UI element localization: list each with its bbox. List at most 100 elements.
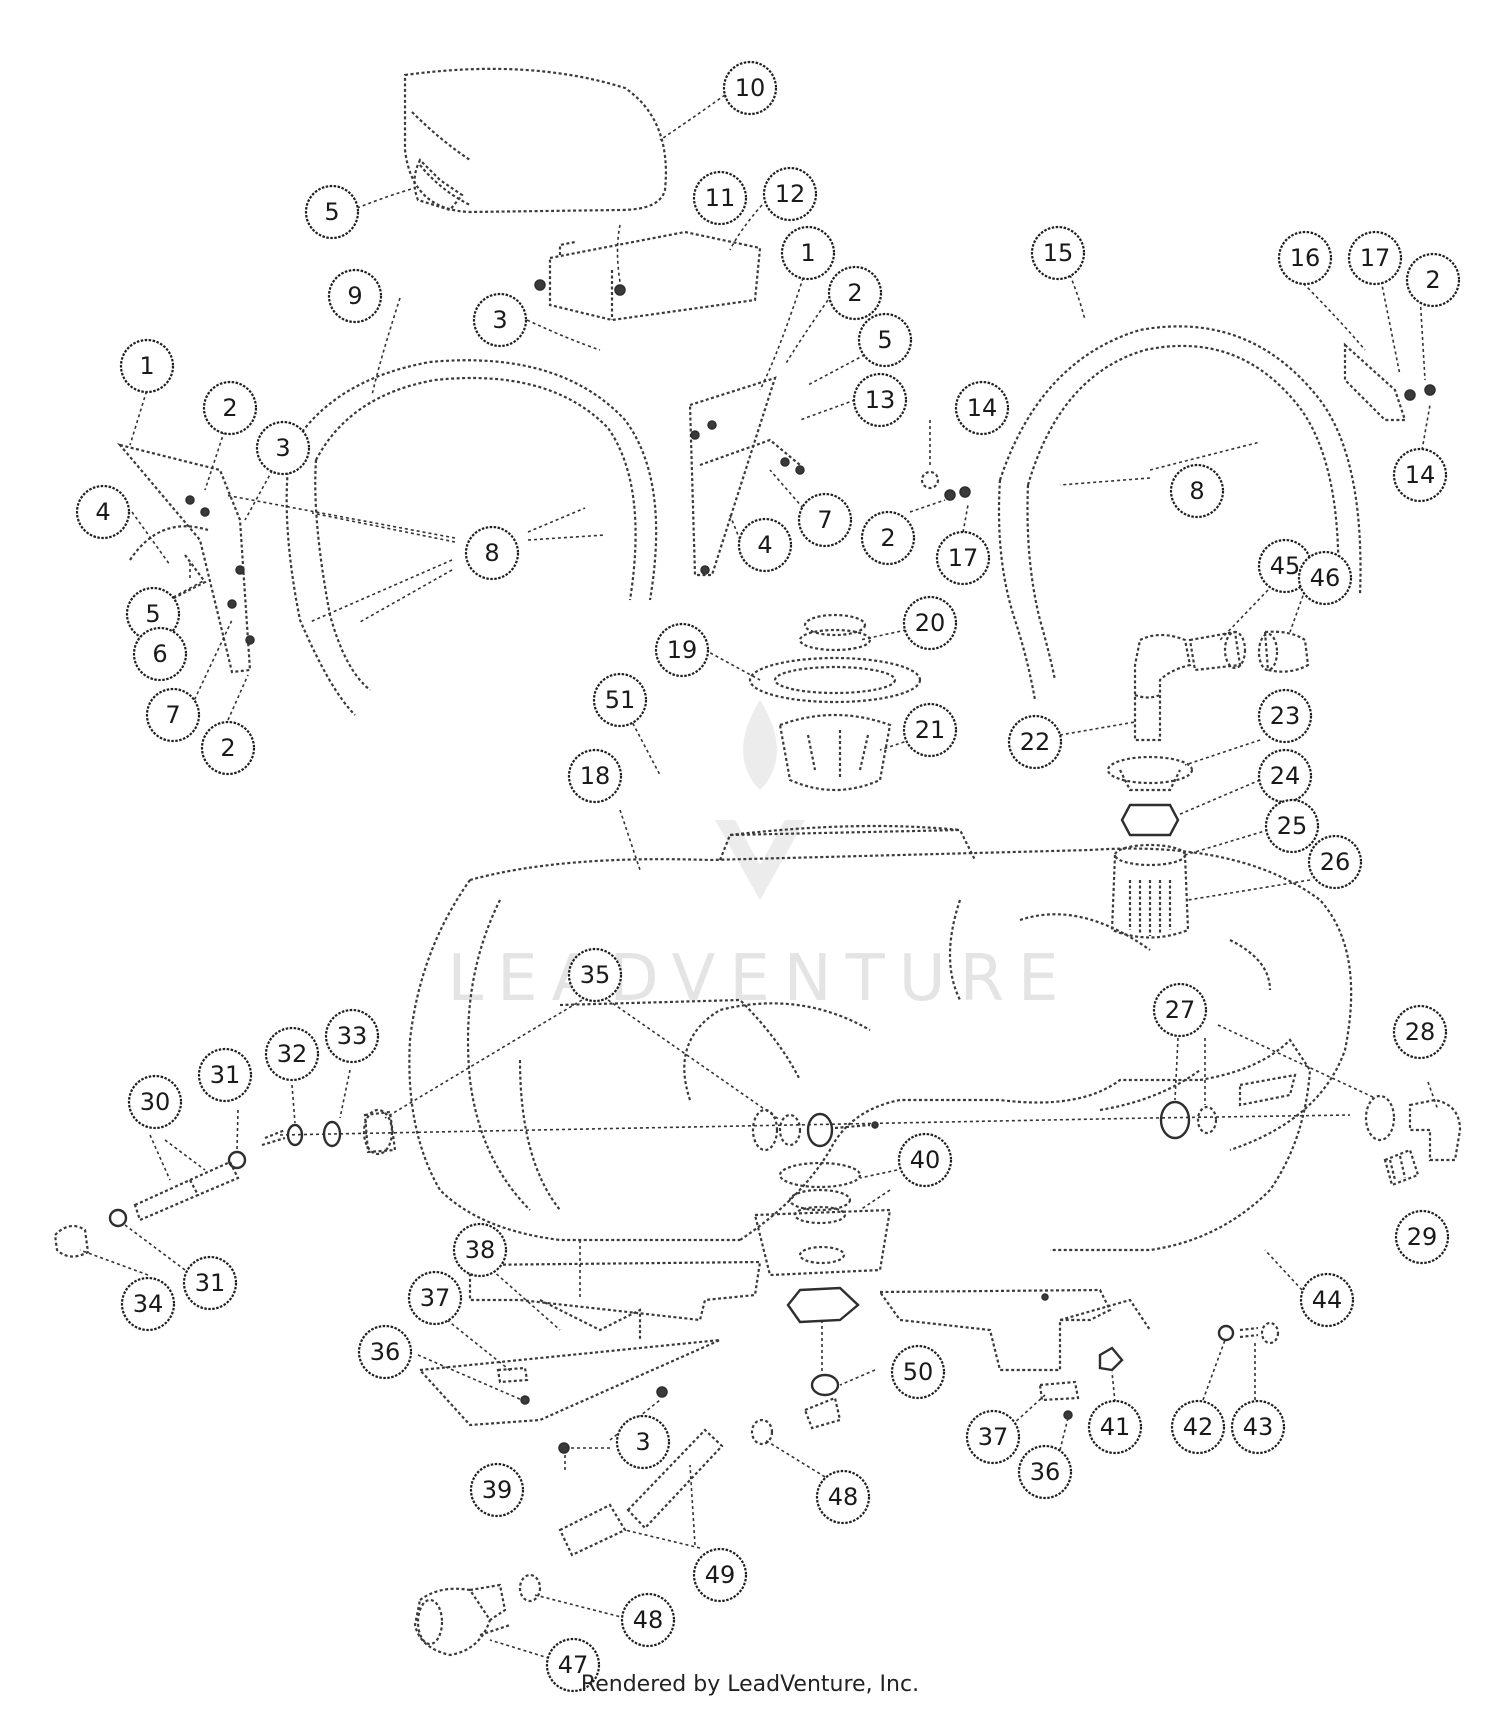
svg-text:21: 21: [915, 716, 946, 744]
svg-text:49: 49: [705, 1561, 736, 1589]
callout: 43: [1230, 1399, 1286, 1455]
callout: 42: [1170, 1399, 1226, 1455]
svg-text:1: 1: [800, 239, 815, 267]
tank-fittings: [751, 1108, 879, 1152]
callout: 13: [852, 372, 908, 428]
callout: 32: [264, 1026, 320, 1082]
left-mount-fasteners: [496, 1366, 668, 1454]
callout: 51: [592, 672, 648, 728]
callout: 15: [1030, 225, 1086, 281]
callout: 25: [1264, 798, 1320, 854]
svg-text:2: 2: [220, 734, 235, 762]
left-fender: [285, 359, 658, 716]
callout: 16: [1277, 230, 1333, 286]
svg-text:26: 26: [1320, 848, 1351, 876]
svg-text:5: 5: [324, 198, 339, 226]
svg-text:11: 11: [705, 184, 736, 212]
svg-text:18: 18: [580, 762, 611, 790]
callout: 48: [620, 1592, 676, 1648]
callout: 31: [197, 1047, 253, 1103]
svg-text:5: 5: [877, 326, 892, 354]
center-seat-bracket: [688, 376, 801, 577]
callout: 46: [1297, 550, 1353, 606]
svg-text:29: 29: [1407, 1223, 1438, 1251]
callout: 31: [182, 1255, 238, 1311]
callout: 12: [762, 166, 818, 222]
svg-text:24: 24: [1270, 762, 1301, 790]
svg-text:38: 38: [465, 1236, 496, 1264]
callout: 3: [472, 292, 528, 348]
right-tank-mount: [877, 1288, 1151, 1372]
svg-text:4: 4: [95, 498, 110, 526]
svg-text:2: 2: [847, 279, 862, 307]
filler-neck: [748, 613, 922, 704]
left-fuel-hose: [53, 1150, 247, 1258]
svg-text:3: 3: [635, 1428, 650, 1456]
svg-text:40: 40: [910, 1146, 941, 1174]
right-fender: [997, 325, 1362, 701]
fuel-primer-fitting: [413, 1583, 511, 1657]
callout: 47: [545, 1637, 601, 1693]
callout: 22: [1007, 714, 1063, 770]
svg-text:23: 23: [1270, 702, 1301, 730]
fuel-sump: [753, 1161, 892, 1324]
filler-elbow: [1133, 633, 1192, 742]
vent-fitting: [1188, 630, 1310, 673]
render-credit: Rendered by LeadVenture, Inc.: [580, 1672, 920, 1697]
fuel-strainer: [1110, 843, 1190, 939]
svg-text:31: 31: [210, 1061, 241, 1089]
svg-text:2: 2: [1425, 266, 1440, 294]
center-bracket-fasteners: [690, 420, 805, 575]
callout: 38: [452, 1222, 508, 1278]
svg-text:45: 45: [1270, 552, 1301, 580]
svg-text:9: 9: [347, 282, 362, 310]
callout: 8: [464, 525, 520, 581]
svg-text:20: 20: [915, 609, 946, 637]
svg-text:37: 37: [420, 1284, 451, 1312]
svg-text:30: 30: [140, 1088, 171, 1116]
callout: 29: [1394, 1209, 1450, 1265]
callout: 19: [654, 622, 710, 678]
right-mount-fasteners: [1038, 1321, 1280, 1420]
svg-text:33: 33: [337, 1022, 368, 1050]
svg-text:17: 17: [1360, 244, 1391, 272]
callout: 9: [327, 268, 383, 324]
callout: 4: [737, 517, 793, 573]
callout: 44: [1299, 1272, 1355, 1328]
left-bracket-fasteners: [185, 495, 255, 645]
seat-bracket: [413, 158, 464, 212]
left-seat-bracket: [116, 443, 252, 674]
svg-text:31: 31: [195, 1269, 226, 1297]
callout: 17: [935, 530, 991, 586]
fuel-tank: [408, 824, 1353, 1242]
left-tank-mount: [417, 1240, 762, 1427]
callouts: 10 5 11 12 1 2 15 16 17 2 9 3 5 13 14 1 …: [75, 60, 1461, 1693]
callout: 26: [1307, 834, 1363, 890]
svg-text:39: 39: [482, 1476, 513, 1504]
callout: 34: [120, 1276, 176, 1332]
callout: 14: [1392, 447, 1448, 503]
callout: 30: [127, 1074, 183, 1130]
svg-text:48: 48: [633, 1606, 664, 1634]
svg-text:14: 14: [967, 394, 998, 422]
svg-text:3: 3: [492, 306, 507, 334]
svg-text:32: 32: [277, 1040, 308, 1068]
svg-text:48: 48: [828, 1483, 859, 1511]
callout: 2: [1405, 252, 1461, 308]
svg-text:15: 15: [1043, 239, 1074, 267]
svg-text:34: 34: [133, 1290, 164, 1318]
callout: 6: [132, 626, 188, 682]
callout: 21: [902, 702, 958, 758]
callout: 37: [965, 1409, 1021, 1465]
svg-text:6: 6: [152, 640, 167, 668]
svg-text:12: 12: [775, 180, 806, 208]
svg-text:14: 14: [1405, 461, 1436, 489]
svg-text:50: 50: [903, 1358, 934, 1386]
callout: 3: [255, 420, 311, 476]
svg-text:17: 17: [948, 544, 979, 572]
right-elbow-fitting: [1364, 1094, 1462, 1187]
svg-text:2: 2: [880, 524, 895, 552]
callout: 27: [1152, 982, 1208, 1038]
callout: 10: [722, 60, 778, 116]
svg-text:43: 43: [1243, 1413, 1274, 1441]
